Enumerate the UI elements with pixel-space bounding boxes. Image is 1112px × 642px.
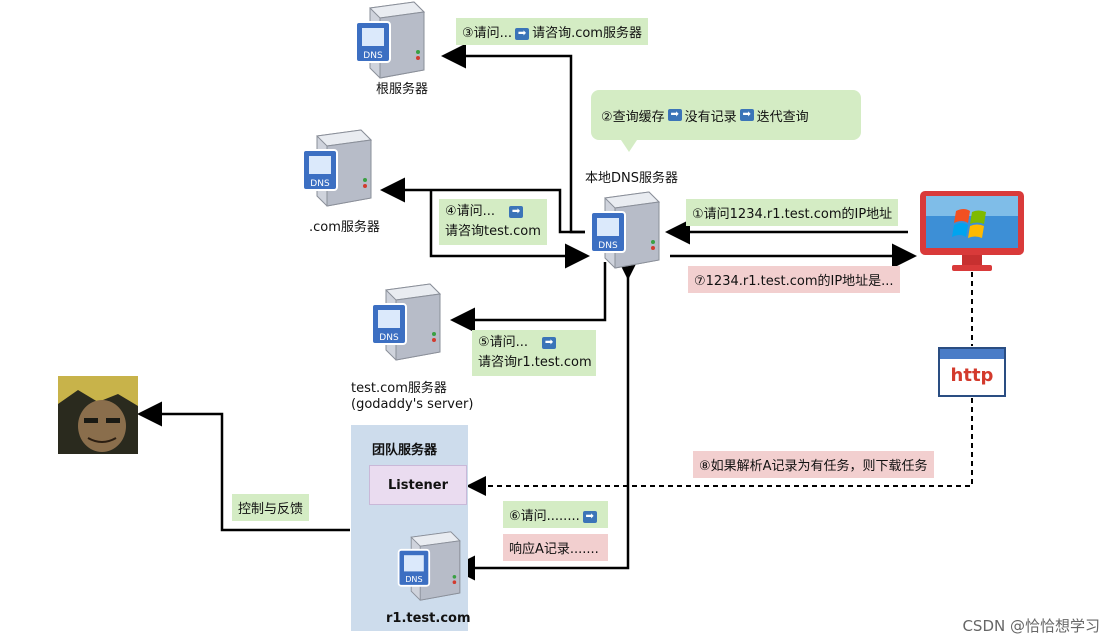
step5-box: ⑤请问... ➡ 请咨询r1.test.com	[472, 330, 596, 376]
right-arrow-icon: ➡	[667, 109, 682, 121]
team-server-title: 团队服务器	[372, 443, 438, 458]
testcom-server-label: test.com服务器	[351, 381, 447, 396]
dns-server-icon: DNS	[302, 129, 373, 207]
arrow-control-feedback	[137, 401, 350, 532]
right-arrow-icon: ➡	[582, 510, 597, 523]
step7-text: ⑦1234.r1.test.com的IP地址是...	[694, 274, 894, 289]
step8-box: ⑧如果解析A记录为有任务，则下载任务	[693, 451, 934, 478]
step4-text-a: ④请问...	[445, 204, 496, 219]
step2-bubble: ②查询缓存➡没有记录➡迭代查询	[591, 90, 861, 152]
step2-text-a: ②查询缓存	[601, 109, 665, 125]
step6-box-a: ⑥请问........➡	[503, 501, 608, 528]
r1-host-label: r1.test.com	[386, 611, 471, 626]
step3-text-a: ③请问...	[462, 26, 513, 41]
dashed-http-to-listener	[466, 398, 973, 496]
step2-text-b: 没有记录	[684, 109, 737, 125]
step3-text-b: 请咨询.com服务器	[532, 26, 642, 41]
dns-server-icon: DNS	[371, 283, 442, 361]
svg-text:DNS: DNS	[598, 241, 618, 251]
right-arrow-icon: ➡	[515, 27, 530, 40]
watermark: CSDN @恰恰想学习	[962, 617, 1100, 635]
step6-text-b: 响应A记录.......	[509, 542, 599, 557]
step5-text-a: ⑤请问...	[478, 335, 529, 350]
arrow-local-r1	[450, 255, 641, 581]
dns-server-icon: DNS	[397, 531, 461, 601]
team-server-panel	[351, 425, 468, 631]
arrow-local-to-testcom	[450, 262, 607, 333]
step3-box: ③请问...➡请咨询.com服务器	[456, 18, 648, 45]
arrow-local-to-com	[380, 177, 585, 234]
right-arrow-icon: ➡	[509, 205, 524, 218]
testcom-server-sublabel: (godaddy's server)	[351, 397, 474, 412]
step5-text-b: 请咨询r1.test.com	[478, 355, 592, 370]
step6-text-a: ⑥请问........	[509, 509, 580, 524]
step7-box: ⑦1234.r1.test.com的IP地址是...	[688, 266, 900, 293]
right-arrow-icon: ➡	[739, 109, 754, 121]
http-label: http	[950, 365, 994, 386]
svg-text:DNS: DNS	[379, 333, 399, 343]
http-browser-icon: http	[938, 347, 1006, 397]
root-server-label: 根服务器	[376, 82, 429, 97]
avatar-icon	[58, 376, 138, 454]
windows-monitor-icon	[920, 191, 1024, 271]
step6-box-b: 响应A记录.......	[503, 534, 608, 561]
svg-text:DNS: DNS	[310, 179, 330, 189]
step1-text: ①请问1234.r1.test.com的IP地址	[692, 207, 893, 222]
svg-text:DNS: DNS	[363, 51, 383, 61]
com-server-label: .com服务器	[309, 220, 380, 235]
step1-box: ①请问1234.r1.test.com的IP地址	[686, 199, 899, 226]
local-dns-label: 本地DNS服务器	[585, 171, 678, 186]
dns-server-icon: DNS	[590, 191, 661, 269]
step4-box: ④请问... ➡ 请咨询test.com	[439, 199, 547, 245]
step4-text-b: 请咨询test.com	[445, 224, 541, 239]
step8-text: ⑧如果解析A记录为有任务，则下载任务	[699, 459, 928, 474]
dns-server-icon: DNS	[355, 1, 426, 79]
control-feedback-box: 控制与反馈	[232, 494, 310, 521]
control-feedback-text: 控制与反馈	[238, 502, 304, 517]
listener-box: Listener	[369, 465, 467, 505]
svg-text:DNS: DNS	[405, 574, 422, 584]
step2-text-c: 迭代查询	[756, 109, 809, 125]
right-arrow-icon: ➡	[542, 336, 557, 349]
